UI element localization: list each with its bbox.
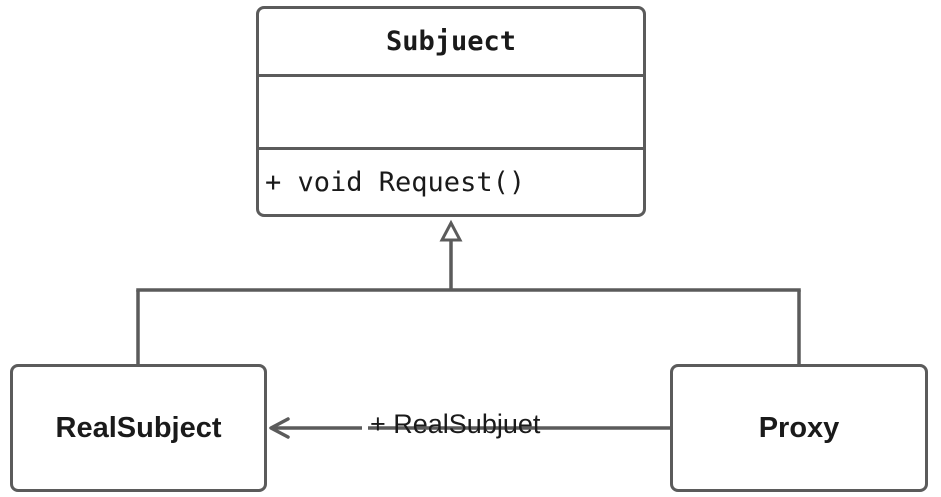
operations-compartment: + void Request() [259,150,643,214]
association-label: + RealSubjuet [370,409,541,439]
class-proxy: Proxy [670,364,928,492]
class-subject: Subjuect + void Request() [256,6,646,217]
class-name: Subjuect [385,26,517,57]
realsubject-label: RealSubject [55,411,222,444]
class-name-compartment: Subjuect [259,9,643,77]
association-arrowhead-icon [269,417,290,439]
inheritance-arrowhead-icon [439,219,463,242]
attributes-compartment [259,77,643,150]
proxy-label: Proxy [758,411,840,444]
association-label-gap [362,412,368,444]
class-realsubject: RealSubject [10,364,267,492]
operation-request: + void Request() [265,166,526,198]
